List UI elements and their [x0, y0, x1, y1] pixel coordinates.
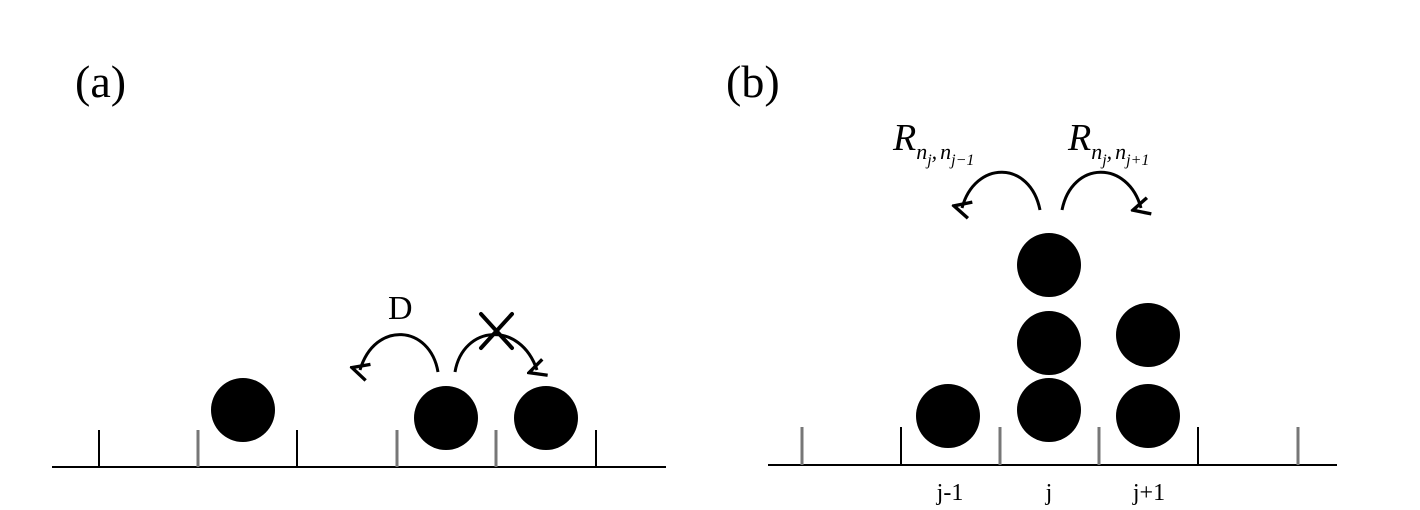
hop-left-arrow	[962, 170, 1042, 210]
particle	[1017, 311, 1081, 375]
particle	[1116, 384, 1180, 448]
hop-left-arrow	[360, 333, 440, 372]
particle	[916, 384, 980, 448]
site-label-j-minus-1: j-1	[936, 480, 964, 506]
site-label-j-plus-1: j+1	[1132, 480, 1165, 506]
particle	[211, 378, 275, 442]
panel-b: (b) Rnj,nj−1 Rnj,nj+1 j-1 j j+1	[726, 56, 1337, 506]
particle	[1017, 233, 1081, 297]
hop-rate-label: D	[388, 290, 413, 327]
panel-b-label: (b)	[726, 56, 780, 107]
panel-a: (a) D	[52, 56, 666, 468]
hop-right-arrow	[1060, 170, 1141, 210]
particle	[1116, 303, 1180, 367]
particle	[414, 386, 478, 450]
panel-a-label: (a)	[75, 56, 126, 107]
blocked-cross-icon	[479, 312, 514, 350]
rate-right-label: Rnj,nj+1	[1067, 117, 1149, 169]
rate-left-label: Rnj,nj−1	[892, 117, 974, 169]
particle	[1017, 378, 1081, 442]
hop-right-arrow	[453, 333, 537, 372]
particle	[514, 386, 578, 450]
site-label-j: j	[1045, 480, 1053, 506]
